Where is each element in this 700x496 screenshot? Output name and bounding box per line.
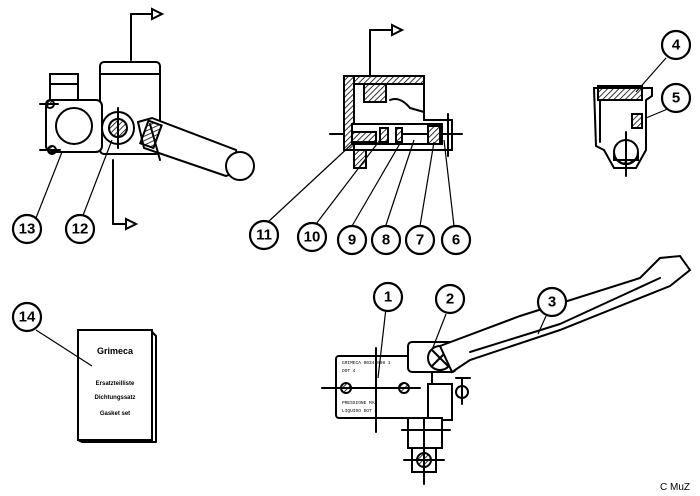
callout-12: 12 — [64, 213, 96, 245]
assembly-section-view — [329, 23, 463, 169]
callout-11: 11 — [248, 219, 280, 251]
assembly-front-view: GRIMECA 0034 008 1 DOT 4 PRESSIONE MAX L… — [321, 254, 692, 485]
callout-2: 2 — [434, 283, 466, 315]
leader-lines — [35, 57, 671, 379]
callout-13: 13 — [11, 213, 43, 245]
svg-text:11: 11 — [256, 227, 272, 244]
callout-6: 6 — [440, 224, 472, 256]
callout-9: 9 — [336, 224, 368, 256]
svg-text:3: 3 — [548, 294, 556, 311]
svg-text:14: 14 — [19, 309, 36, 326]
svg-text:5: 5 — [672, 90, 680, 107]
assembly-side-view — [39, 7, 255, 231]
booklet-line1: Ersatzteilliste — [96, 381, 135, 387]
svg-text:LIQUIDO DOT 4: LIQUIDO DOT 4 — [342, 408, 377, 414]
svg-text:8: 8 — [382, 232, 390, 249]
svg-text:13: 13 — [19, 221, 36, 238]
svg-text:GRIMECA 0034 008 1: GRIMECA 0034 008 1 — [342, 360, 391, 366]
svg-text:DOT 4: DOT 4 — [342, 368, 356, 374]
svg-text:9: 9 — [348, 232, 356, 249]
booklet-line3: Gasket set — [100, 411, 130, 417]
svg-text:6: 6 — [452, 232, 460, 249]
svg-text:7: 7 — [416, 232, 424, 249]
svg-text:10: 10 — [304, 229, 321, 246]
callout-7: 7 — [404, 224, 436, 256]
callout-14: 14 — [11, 301, 43, 333]
svg-text:12: 12 — [72, 221, 89, 238]
callout-8: 8 — [370, 224, 402, 256]
svg-text:1: 1 — [384, 289, 392, 306]
booklet-line2: Dichtungssatz — [94, 395, 135, 401]
callout-1: 1 — [372, 281, 404, 313]
callout-4: 4 — [660, 29, 692, 61]
svg-text:PRESSIONE MAX: PRESSIONE MAX — [342, 400, 377, 406]
callout-3: 3 — [536, 286, 568, 318]
assembly-cap-detail — [592, 85, 653, 177]
booklet-title: Grimeca — [97, 346, 134, 356]
copyright-credit: C MuZ — [660, 482, 690, 493]
gasket-set-booklet: Grimeca Ersatzteilliste Dichtungssatz Ga… — [77, 329, 157, 443]
callout-10: 10 — [296, 221, 328, 253]
svg-text:4: 4 — [672, 37, 681, 54]
svg-text:2: 2 — [446, 291, 454, 308]
callout-5: 5 — [660, 82, 692, 114]
